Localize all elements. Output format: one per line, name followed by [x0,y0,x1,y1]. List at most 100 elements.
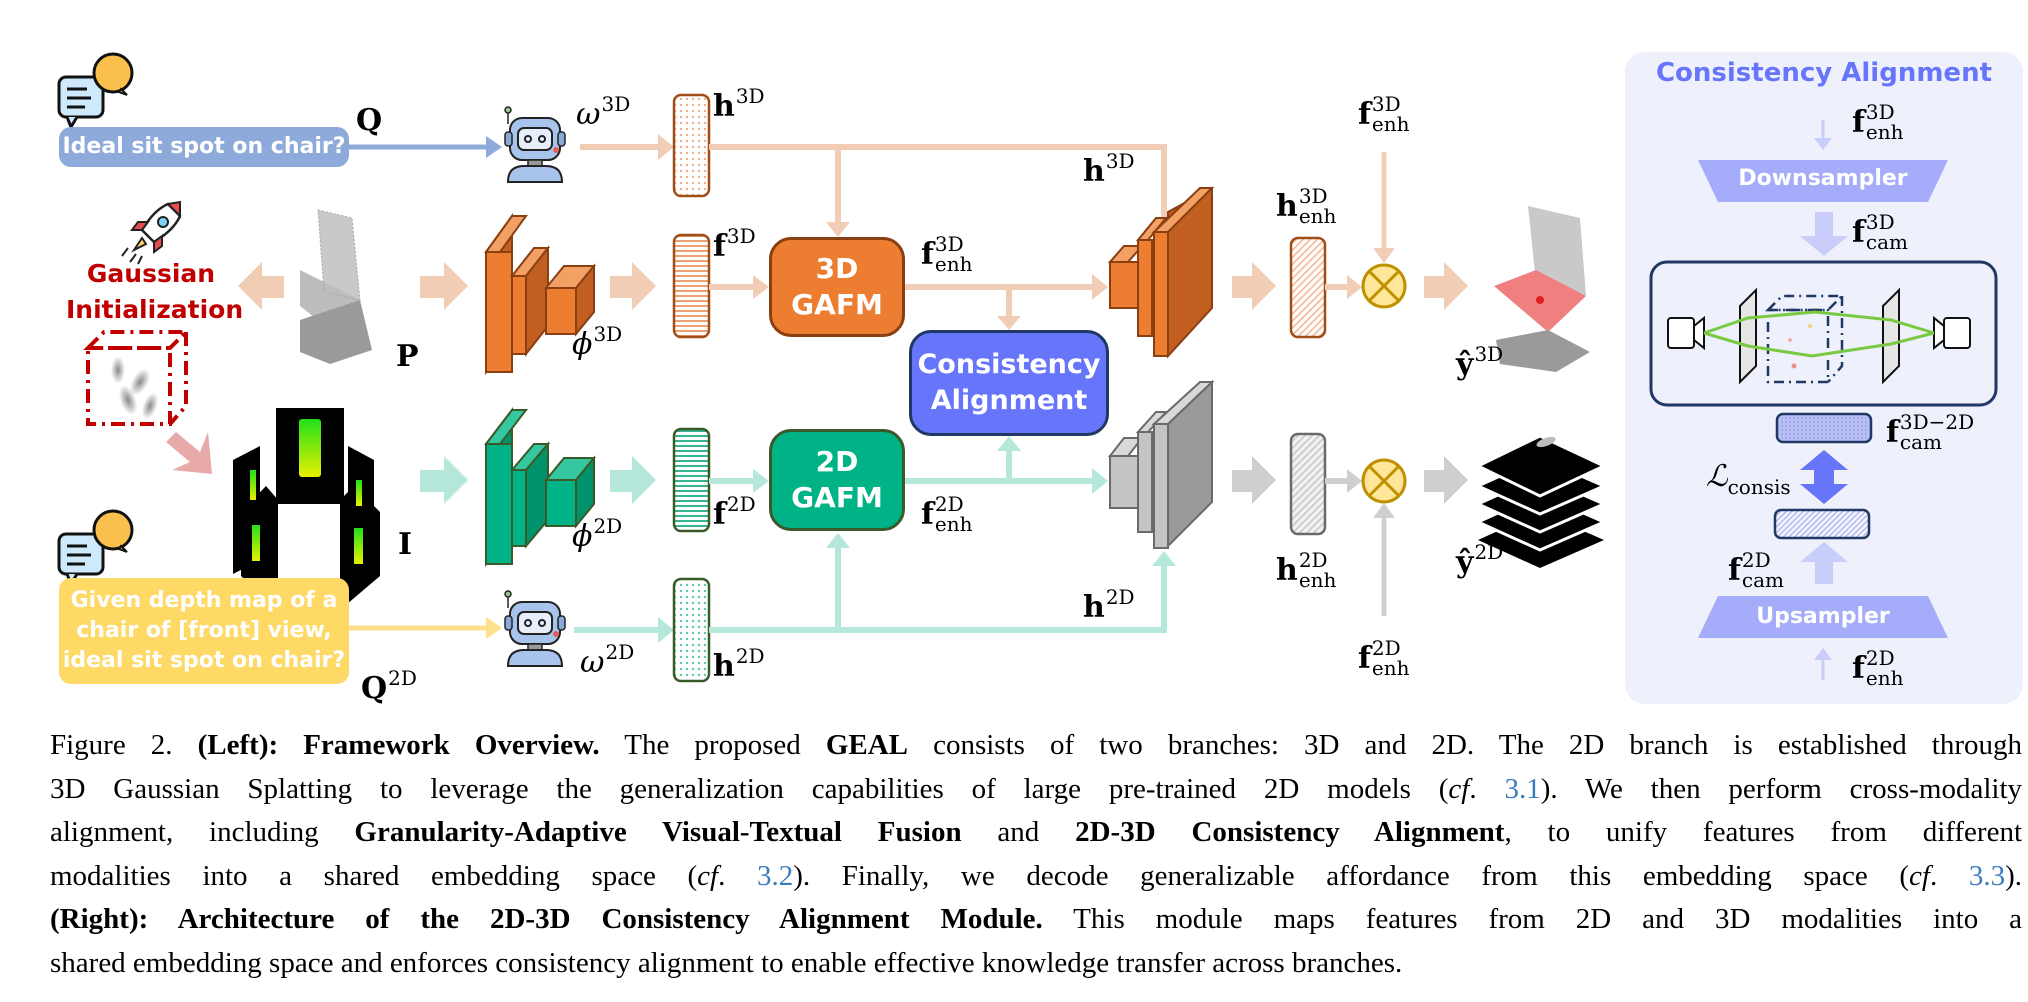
label-i: I [398,527,413,562]
question-chat-icon-3d [57,52,134,131]
multiply-icon-3d [1361,263,1407,309]
question-3d-bubble: Ideal sit spot on chair? [59,127,349,167]
caption-text: and [961,816,1076,848]
section-ref-link[interactable]: 3.2 [756,859,794,892]
label-phi-3d: ϕ3D [572,322,623,362]
h3d-enh-feature-bar [1289,236,1327,339]
label-omega-2d: ω2D [580,640,635,680]
question-2d-line: Given depth map of a [70,588,338,613]
caption-line: alignment, including Granularity-Adaptiv… [50,811,2022,855]
gafm-2d-box: 2D GAFM [769,429,905,531]
encoder-3d [484,212,597,376]
caption-italic-text: cf [697,859,719,892]
output-3d-chair [1494,206,1590,372]
label-q-2d: Q2D [361,666,417,706]
figure-caption: Figure 2. (Left): Framework Overview. Th… [50,724,2022,985]
gaussian-cube-icon [83,330,191,426]
caption-text: This module maps features from 2D and 3D… [1042,903,2023,935]
robot-icon-3d [504,106,566,183]
h2d-enh-feature-bar [1289,432,1327,536]
label-h-3d-right: h3D [1083,149,1135,189]
multiply-icon-2d [1361,458,1407,504]
section-ref-link[interactable]: 3.1 [1504,772,1541,805]
decoder-3d [1107,186,1215,359]
caption-text: Figure 2. [50,729,198,761]
downsampler-shape [1698,160,1948,202]
gafm-2d-line: 2D [815,445,859,478]
question-chat-icon-2d [57,509,134,588]
camera-projection-box [1649,260,1998,407]
caption-bold-text: (Left): Framework Overview. [197,729,600,761]
question-2d-line: ideal sit spot on chair? [62,648,346,673]
caption-line: modalities into a shared embedding space… [50,855,2022,899]
downsampler-label: Downsampler [1738,166,1908,191]
label-omega-3d: ω3D [576,92,631,132]
caption-bold-text: 2D-3D Consistency Alignment [1075,816,1505,848]
caption-line: (Right): Architecture of the 2D-3D Consi… [50,898,2022,942]
gafm-3d-line: 3D [815,252,859,285]
gafm-3d-box: 3D GAFM [769,237,905,337]
question-3d-text: Ideal sit spot on chair? [62,134,346,159]
caption-line: 3D Gaussian Splatting to leverage the ge… [50,768,2022,812]
caption-text: ). [2005,859,2022,892]
arrow-to-depth-maps [166,432,212,474]
decoder-2d [1107,379,1215,549]
caption-italic-text: cf [1448,772,1470,805]
rocket-icon [121,200,182,265]
label-yhat-2d: ŷ2D [1456,540,1504,580]
encoder-2d [483,407,597,567]
consistency-panel-bg [1625,52,2023,704]
caption-text: ). Finally, we decode generalizable affo… [793,859,1910,892]
fcam-2d-bar [1773,508,1871,540]
caption-text: . [1469,772,1505,805]
caption-line: Figure 2. (Left): Framework Overview. Th… [50,724,2022,768]
consistency-box-line: Alignment [930,385,1088,416]
h3d-feature-bar [672,93,711,198]
f2d-feature-bar [672,427,711,533]
caption-bold-text: Granularity-Adaptive Visual-Textual Fusi… [354,816,962,848]
caption-text: consists of two branches: 3D and 2D. The… [908,729,2022,761]
label-p: P [396,339,419,374]
caption-text: 3D Gaussian Splatting to leverage the ge… [50,772,1449,805]
label-h-2d-right: h2D [1083,585,1135,625]
arrow-to-gaussian [238,262,284,310]
upsampler-label: Upsampler [1756,604,1890,629]
f3d-feature-bar [672,233,711,339]
caption-text: ). We then perform cross-modality [1540,772,2023,805]
gafm-3d-line: GAFM [791,288,883,321]
caption-text: modalities into a shared embedding space… [50,859,698,892]
caption-text: shared embedding space and enforces cons… [50,946,1403,979]
label-phi-2d: ϕ2D [572,514,623,554]
upsampler-shape [1698,596,1948,638]
consistency-box-line: Consistency [917,349,1101,380]
question-2d-bubble: Given depth map of a chair of [front] vi… [59,578,349,684]
label-q: Q [356,103,383,138]
caption-bold-text: GEAL [825,729,908,761]
gaussian-init-line: Initialization [66,295,244,324]
gaussian-init-label: Gaussian Initialization [66,256,244,328]
label-f-2d: f2D [713,492,756,532]
caption-italic-text: cf [1909,859,1930,892]
consistency-alignment-box: Consistency Alignment [909,330,1109,436]
gaussian-init-line: Gaussian [86,259,216,288]
point-cloud-chair-p [300,209,372,364]
h2d-feature-bar [672,577,711,683]
section-ref-link[interactable]: 3.3 [1968,859,2006,892]
caption-bold-text: (Right): Architecture of the 2D-3D Consi… [50,903,1043,935]
fcam-3d-2d-bar [1775,412,1873,444]
depth-maps-i [233,408,380,610]
gafm-2d-line: GAFM [791,481,883,514]
caption-text: . [718,859,757,892]
caption-text: , to unify features from different [1504,816,2023,848]
consistency-panel-title: Consistency Alignment [1655,58,1993,88]
